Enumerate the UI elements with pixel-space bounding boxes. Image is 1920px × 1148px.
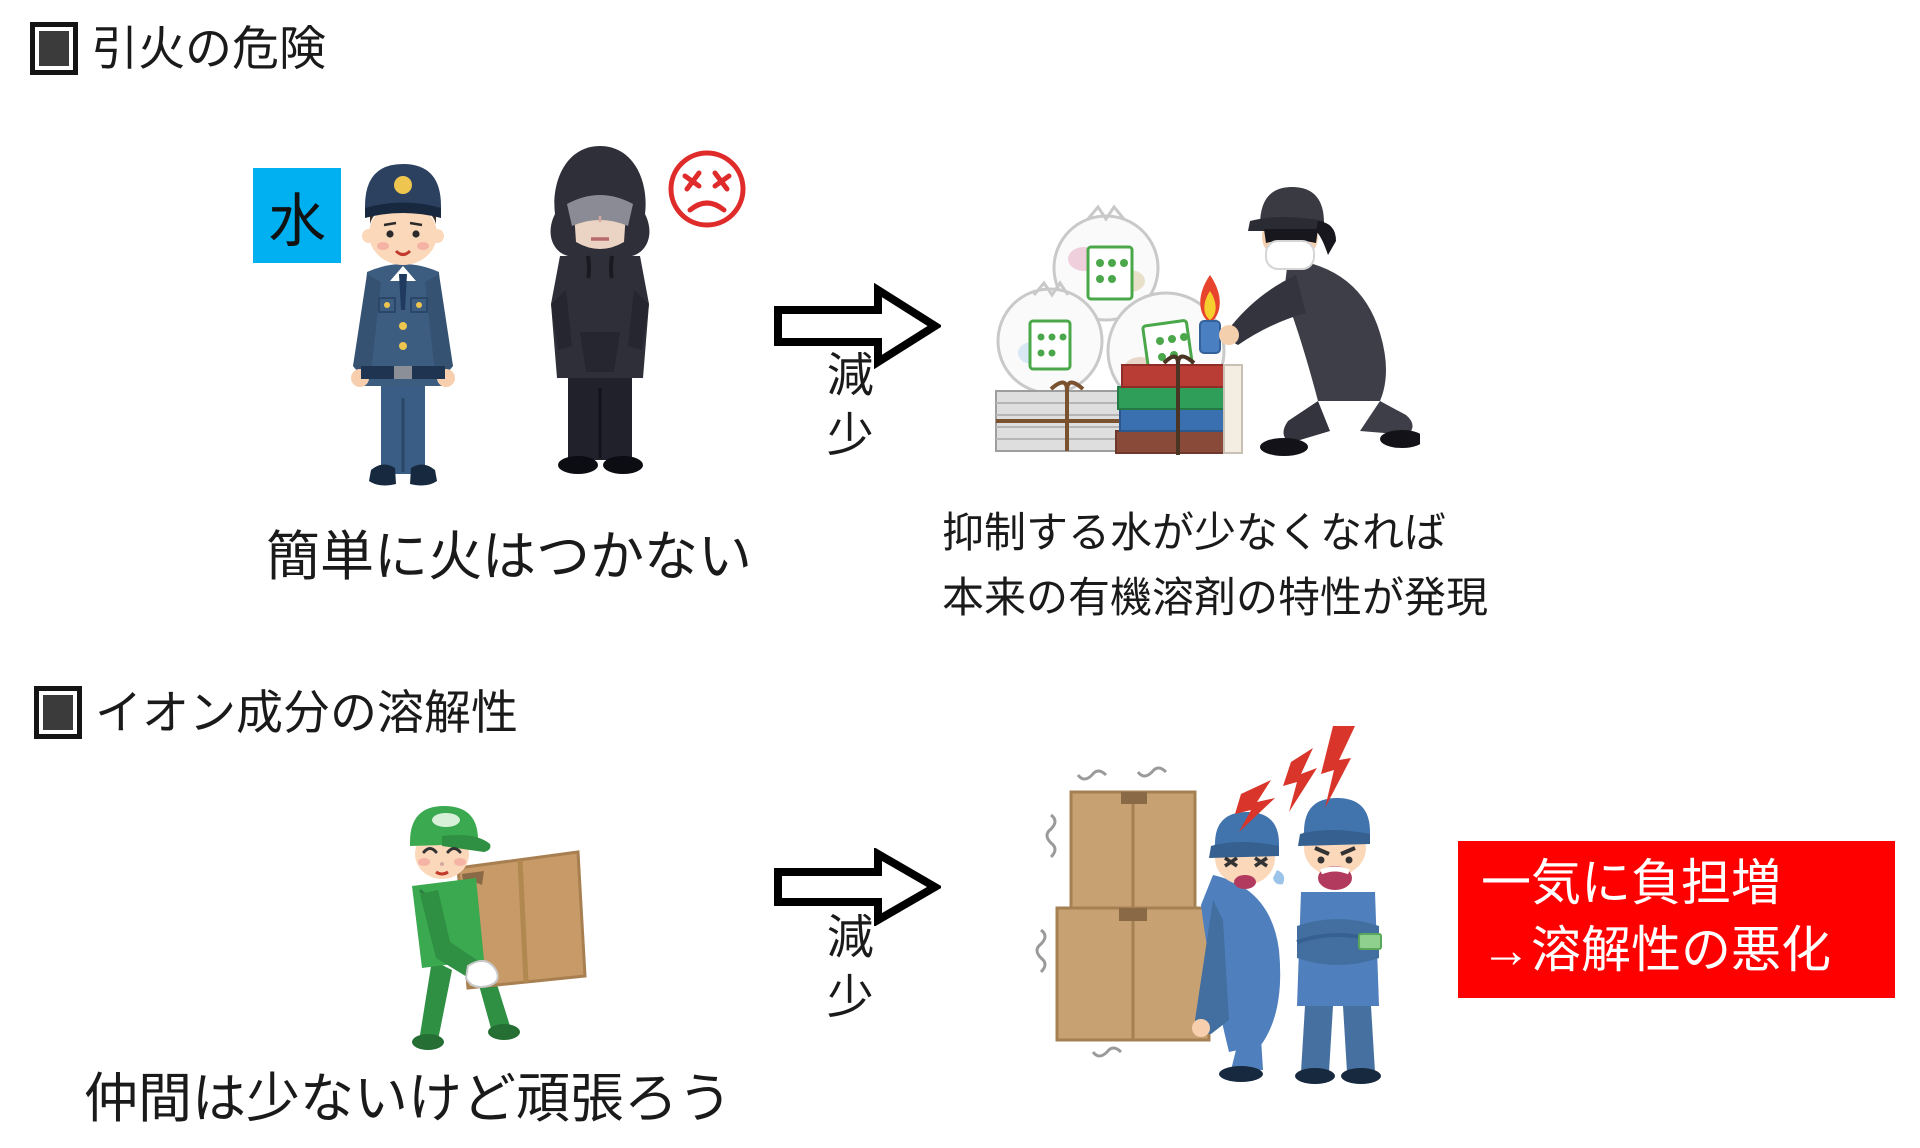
block-arrow-right-icon (774, 283, 941, 369)
block-arrow-right-icon (774, 848, 941, 926)
arsonist-lighting-trash-illustration (995, 187, 1420, 456)
caption-water-suppression: 抑制する水が少なくなれば 本来の有機溶剤の特性が発現 (942, 500, 1488, 630)
heading-flammability-text: 引火の危険 (91, 22, 326, 75)
policeman-illustration (351, 164, 455, 486)
square-bullet-icon (30, 22, 78, 75)
section-solubility-heading: イオン成分の溶解性 (34, 686, 518, 739)
caption-no-easy-ignition: 簡単に火はつかない (266, 527, 752, 587)
callout-line2: →溶解性の悪化 (1481, 922, 1831, 978)
angry-face-mark-icon (668, 150, 746, 228)
caption-water-suppression-line1: 抑制する水が少なくなれば (942, 509, 1447, 556)
struggling-workers-illustration (1035, 726, 1382, 1084)
arrow-label-decrease-1: 減少 (819, 350, 873, 470)
water-label-chip: 水 (253, 168, 341, 263)
delivery-worker-illustration (410, 806, 587, 1050)
caption-few-companions: 仲間は少ないけど頑張ろう (84, 1069, 732, 1129)
square-bullet-fill (39, 31, 69, 66)
caption-water-suppression-line2: 本来の有機溶剤の特性が発現 (942, 574, 1489, 621)
arrow-label-decrease-2: 減少 (819, 912, 873, 1032)
callout-line1: 一気に負担増 (1481, 855, 1781, 911)
solubility-warning-callout: 一気に負担増 →溶解性の悪化 (1458, 841, 1895, 998)
square-bullet-fill (43, 695, 73, 730)
section-flammability-heading: 引火の危険 (30, 22, 326, 75)
heading-solubility-text: イオン成分の溶解性 (95, 686, 518, 739)
hooded-person-illustration (550, 146, 650, 474)
square-bullet-icon (34, 686, 82, 739)
